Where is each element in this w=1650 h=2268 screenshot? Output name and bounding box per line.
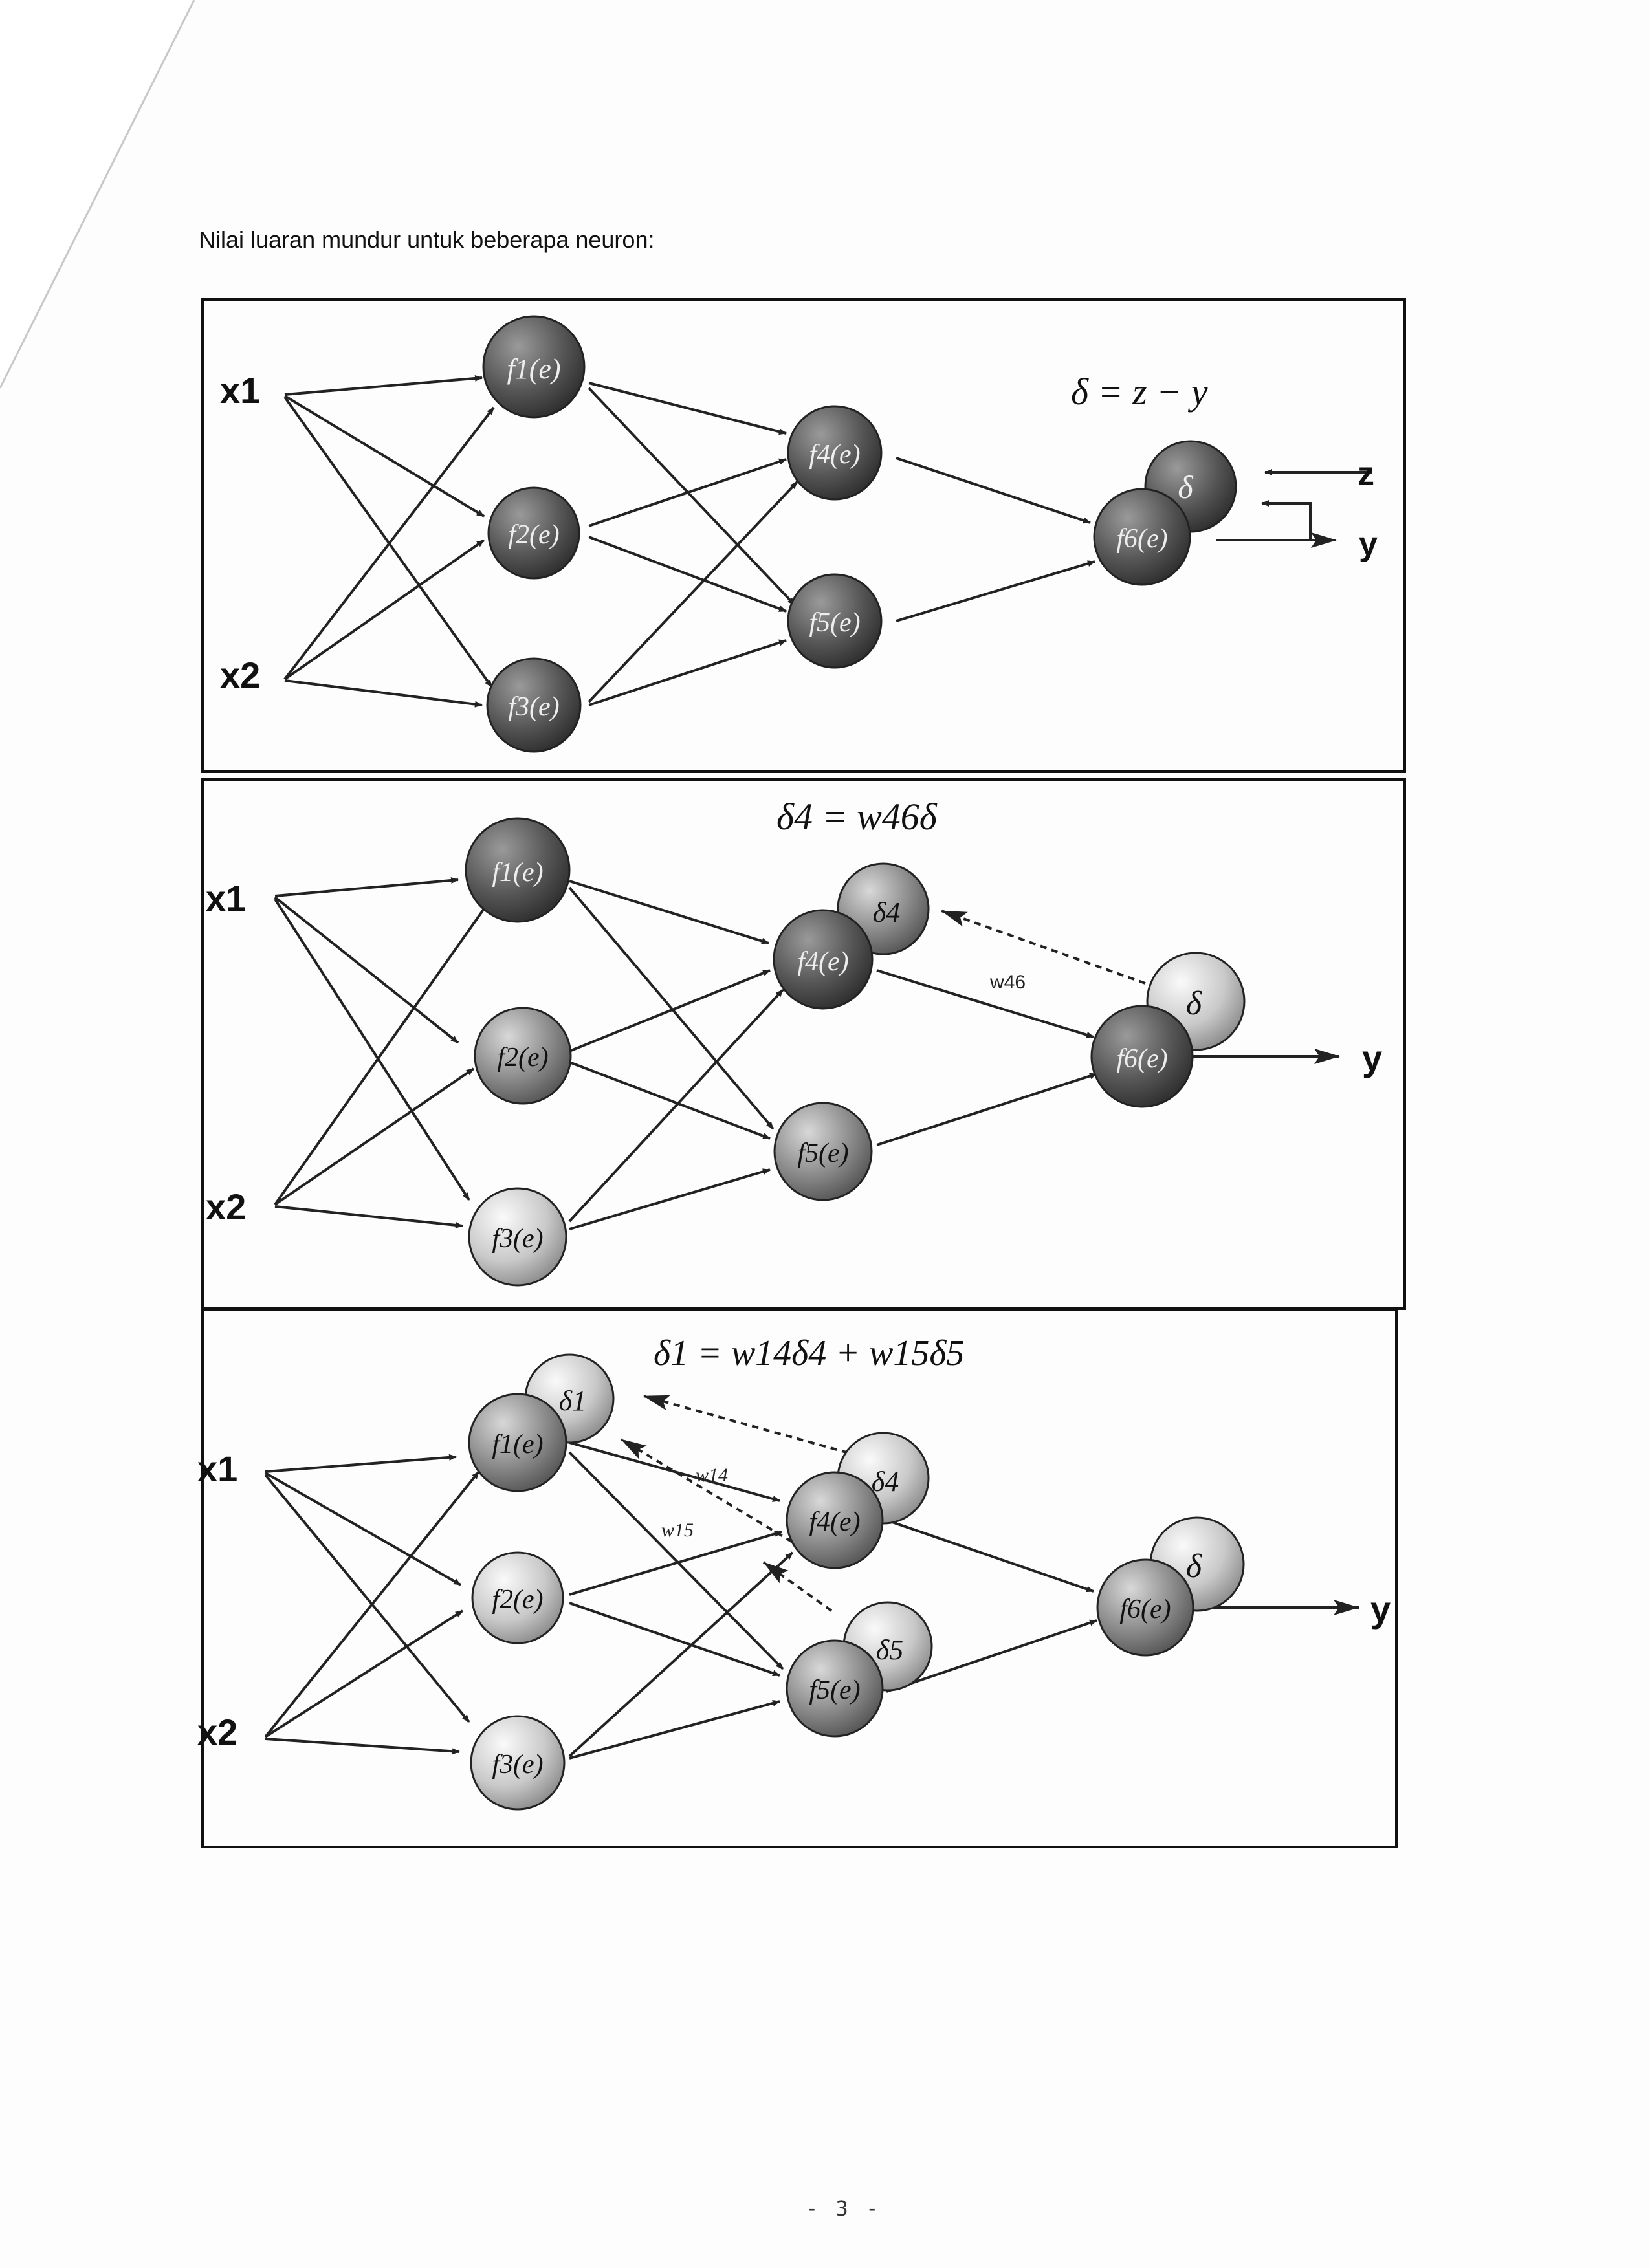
neuron-f3: f3(e): [468, 1187, 567, 1287]
panel-1-border: [201, 298, 1406, 773]
edges: [264, 1441, 1359, 1760]
output-y-label: y: [1370, 1589, 1391, 1630]
neuron-f4-label: f4(e): [809, 1507, 860, 1537]
input-x2: x2: [197, 1712, 237, 1752]
edges: [283, 375, 1372, 708]
neuron-f2: f2(e): [471, 1551, 564, 1644]
panel-2-formula: δ4 = w46δ: [776, 796, 938, 838]
neuron-f2: f2(e): [487, 486, 580, 580]
error-delta-label: δ: [1186, 1548, 1202, 1585]
neuron-f4-label: f4(e): [809, 440, 860, 470]
neuron-f6-label: f6(e): [1116, 1044, 1167, 1074]
input-x2-label: x2: [206, 1186, 246, 1227]
neuron-f1-label: f1(e): [492, 858, 543, 888]
error-delta4-label: δ4: [873, 897, 900, 928]
error-delta-label: δ: [1186, 985, 1202, 1022]
neuron-f3-label: f3(e): [492, 1750, 543, 1780]
panel-1-formula: δ = z − y: [1071, 371, 1208, 413]
neuron-f6: f6(e): [1090, 1005, 1194, 1108]
error-delta-label: δ: [1178, 469, 1193, 505]
weight-w15-label: w15: [661, 1520, 694, 1541]
neuron-f4: f4(e): [786, 1471, 884, 1569]
input-x2-label: x2: [197, 1712, 237, 1752]
panel-3-border: [201, 1309, 1398, 1848]
weight-w14-label: w14: [696, 1465, 728, 1486]
neuron-f2-label: f2(e): [492, 1585, 543, 1615]
output-y-label: y: [1362, 1038, 1382, 1078]
neuron-f3: f3(e): [470, 1715, 566, 1811]
neuron-f1: f1(e): [468, 1393, 567, 1492]
input-x1-label: x1: [220, 370, 260, 411]
backprop-dashed-arrow: [941, 910, 1146, 985]
neuron-f1: f1(e): [482, 315, 586, 419]
neuron-f5: f5(e): [786, 1639, 884, 1738]
edges: [274, 877, 1340, 1230]
error-delta5-label: δ5: [876, 1634, 903, 1666]
input-x2: x2: [206, 1186, 246, 1227]
neuron-f6: f6(e): [1096, 1558, 1194, 1657]
error-delta1-label: δ1: [559, 1385, 586, 1417]
input-x1: x1: [206, 878, 246, 919]
neuron-f5-label: f5(e): [809, 608, 860, 638]
page-heading: Nilai luaran mundur untuk beberapa neuro…: [199, 226, 655, 253]
panel-1: δ = z − y x1 x2 z y f1(e) f2(e) f3(e: [201, 298, 1406, 773]
neuron-f2-label: f2(e): [497, 1043, 548, 1073]
neuron-f4: f4(e): [787, 405, 883, 501]
neuron-f6-label: f6(e): [1116, 524, 1167, 554]
neuron-f3-label: f3(e): [508, 692, 559, 722]
page-number: - 3 -: [806, 2196, 881, 2221]
neuron-f4: f4(e): [773, 909, 874, 1010]
input-x1: x1: [197, 1448, 237, 1489]
neuron-f3: f3(e): [486, 657, 582, 753]
neuron-f6: f6(e): [1093, 488, 1191, 586]
neuron-f5-label: f5(e): [797, 1139, 848, 1168]
neuron-f1-label: f1(e): [507, 353, 560, 385]
input-x1: x1: [220, 370, 260, 411]
neuron-f5: f5(e): [787, 573, 883, 669]
neuron-f6-label: f6(e): [1119, 1595, 1171, 1624]
neuron-f4-label: f4(e): [797, 947, 848, 977]
neuron-f1: f1(e): [465, 817, 571, 923]
panel-3-formula: δ1 = w14δ4 + w15δ5: [654, 1333, 964, 1373]
output-z-label: z: [1358, 455, 1374, 493]
error-delta4-label: δ4: [872, 1466, 899, 1498]
neuron-f3-label: f3(e): [492, 1224, 543, 1254]
neuron-f5-label: f5(e): [809, 1675, 860, 1705]
neuron-f2-label: f2(e): [508, 520, 559, 550]
neuron-f5: f5(e): [773, 1102, 873, 1201]
neuron-f2: f2(e): [474, 1007, 572, 1105]
weight-w46-label: w46: [989, 972, 1026, 993]
panel-3: δ1 = w14δ4 + w15δ5 x1 x2 w14 w15 y: [197, 1309, 1398, 1848]
input-x2-label: x2: [220, 655, 260, 695]
panel-2-border: [201, 778, 1406, 1310]
neuron-f1-label: f1(e): [492, 1430, 543, 1459]
input-x2: x2: [220, 655, 260, 695]
input-x1-label: x1: [206, 878, 246, 919]
panel-2: δ4 = w46δ x1 x2 w46 y f1(e) f2(e) f3(e) …: [201, 778, 1406, 1310]
output-y-label: y: [1359, 525, 1378, 563]
input-x1-label: x1: [197, 1448, 237, 1489]
backprop-dashed-arrows: [620, 1395, 894, 1612]
